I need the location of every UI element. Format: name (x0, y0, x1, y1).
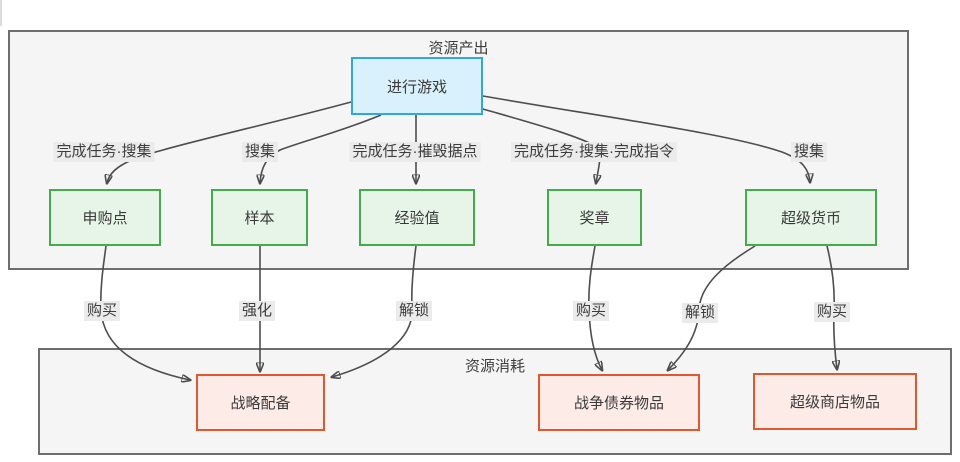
edge-label-collect-supercredits: 搜集 (790, 142, 828, 162)
node-warbond-items: 战争债券物品 (538, 374, 700, 431)
production-group-title: 资源产出 (428, 40, 489, 57)
edge-label-buy-superstore: 购买 (813, 302, 851, 322)
edge-label-collect-samples: 搜集 (241, 142, 279, 162)
edge-label-unlock-stratagems: 解锁 (395, 301, 433, 321)
edge-label-unlock-warbond: 解锁 (681, 303, 719, 323)
node-play-game: 进行游戏 (351, 57, 483, 115)
edge-label-upgrade-stratagems: 强化 (238, 301, 276, 321)
node-super-credits: 超级货币 (745, 189, 877, 246)
edge-label-complete-missions-collect: 完成任务·搜集 (53, 142, 155, 162)
node-samples: 样本 (211, 189, 308, 246)
node-stratagems: 战略配备 (196, 374, 325, 431)
node-superstore-items: 超级商店物品 (753, 373, 917, 430)
node-experience: 经验值 (359, 189, 475, 246)
edge-label-complete-missions-collect-orders: 完成任务·搜集·完成指令 (511, 142, 677, 162)
node-medals: 奖章 (547, 189, 642, 246)
edge-label-buy-warbond: 购买 (572, 301, 610, 321)
edge-label-complete-missions-destroy: 完成任务·摧毁据点 (349, 142, 481, 162)
node-requisition-points: 申购点 (49, 189, 161, 246)
consumption-group-title: 资源消耗 (464, 358, 526, 375)
page-edge-artifact (0, 0, 2, 26)
edge-label-buy-stratagems: 购买 (83, 301, 121, 321)
